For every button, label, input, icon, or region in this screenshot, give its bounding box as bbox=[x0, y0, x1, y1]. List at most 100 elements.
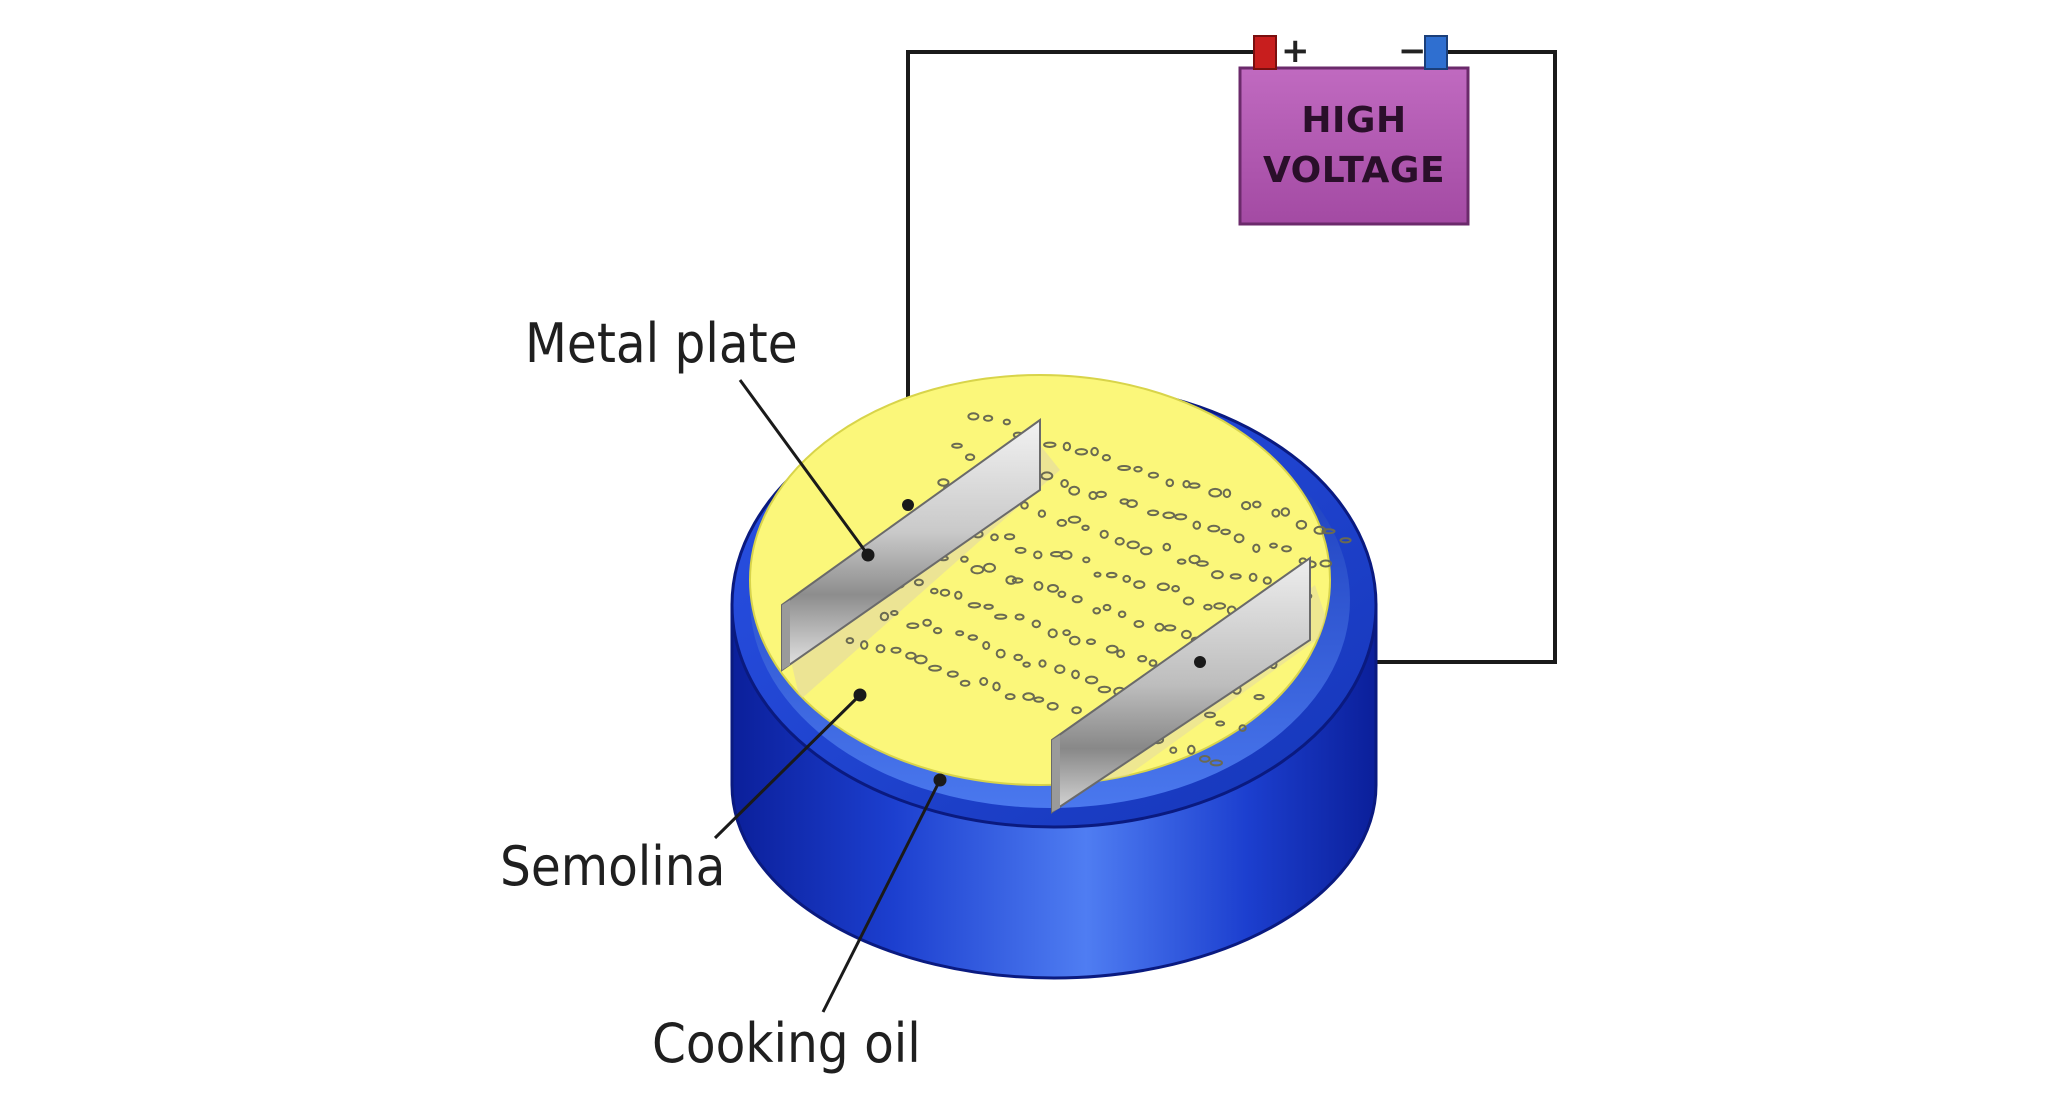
semolina-grain bbox=[1033, 550, 1043, 560]
semolina-grain bbox=[1105, 644, 1119, 654]
semolina-grain bbox=[1171, 585, 1180, 593]
semolina-grain bbox=[1038, 659, 1047, 668]
semolina-grain bbox=[1162, 542, 1172, 552]
negative-connection-dot bbox=[1194, 656, 1206, 668]
metal-plate-label: Metal plate bbox=[525, 312, 798, 375]
semolina-grain bbox=[1068, 485, 1081, 496]
semolina-grain bbox=[967, 602, 982, 609]
semolina-grain bbox=[1156, 582, 1170, 592]
negative-terminal bbox=[1424, 35, 1448, 70]
semolina-grain bbox=[970, 565, 985, 575]
semolina-grain bbox=[1126, 499, 1138, 509]
metal-plate-leader bbox=[738, 379, 870, 556]
semolina-grain bbox=[983, 603, 994, 610]
semolina-grain bbox=[1199, 755, 1211, 763]
semolina-grain bbox=[1097, 685, 1112, 694]
semolina-grain bbox=[1105, 571, 1118, 579]
semolina-grain bbox=[1022, 661, 1031, 668]
plus-sign: + bbox=[1281, 31, 1310, 71]
semolina-grain bbox=[1060, 479, 1069, 488]
semolina-grain bbox=[1071, 595, 1083, 604]
semolina-grain bbox=[930, 587, 939, 595]
semolina-grain bbox=[937, 478, 950, 487]
semolina-leader bbox=[713, 693, 862, 840]
semolina-grain bbox=[1071, 669, 1080, 680]
semolina-grain bbox=[1181, 629, 1192, 640]
semolina-grain bbox=[995, 648, 1006, 659]
semolina-grain bbox=[1137, 655, 1148, 663]
wire-negative bbox=[1205, 50, 1557, 664]
semolina-grain bbox=[1253, 694, 1265, 701]
semolina-grain bbox=[1133, 580, 1146, 589]
semolina-grain bbox=[879, 611, 890, 622]
circuit-wires bbox=[906, 50, 1557, 664]
semolina-grain bbox=[1013, 653, 1024, 662]
semolina-grain bbox=[1062, 629, 1071, 637]
semolina-grain bbox=[1022, 692, 1035, 701]
semolina-grain bbox=[1011, 577, 1024, 584]
semolina-label: Semolina bbox=[500, 835, 725, 898]
semolina-grain bbox=[1122, 574, 1131, 583]
semolina-grain bbox=[1262, 576, 1272, 585]
semolina-grain bbox=[1014, 546, 1027, 554]
semolina-grain bbox=[1047, 628, 1058, 639]
semolina-grain bbox=[1154, 622, 1165, 632]
semolina-grain bbox=[1238, 724, 1247, 732]
semolina-grain bbox=[1148, 659, 1158, 667]
semolina-grain bbox=[1174, 513, 1188, 521]
semolina-grain bbox=[922, 618, 932, 627]
semolina-grain bbox=[1220, 528, 1231, 536]
semolina-grain bbox=[1133, 465, 1143, 473]
battery-label-line2: VOLTAGE bbox=[1263, 150, 1445, 191]
semolina-grain bbox=[959, 679, 971, 687]
semolina-grain bbox=[1004, 693, 1016, 701]
semolina-grain bbox=[1211, 570, 1224, 580]
semolina-grain bbox=[1188, 482, 1201, 489]
semolina-grain bbox=[1147, 509, 1160, 517]
semolina-grain bbox=[1252, 500, 1262, 509]
semolina-grain bbox=[1248, 572, 1258, 583]
battery-label-line1: HIGH bbox=[1301, 100, 1406, 141]
high-voltage-battery: + − HIGH VOLTAGE bbox=[1238, 31, 1470, 226]
semolina-grain bbox=[1208, 487, 1223, 498]
semolina-grain bbox=[1133, 620, 1145, 628]
semolina-grain bbox=[1321, 528, 1336, 535]
semolina-grain bbox=[1037, 509, 1047, 518]
semolina-grain bbox=[954, 590, 963, 600]
semolina-grain bbox=[1056, 518, 1068, 527]
semolina-grain bbox=[1222, 488, 1232, 499]
semolina-grain bbox=[955, 630, 965, 637]
semolina-grain bbox=[1140, 546, 1153, 556]
semolina-grain bbox=[1099, 529, 1109, 539]
positive-terminal bbox=[1253, 35, 1277, 70]
semolina-grain bbox=[983, 562, 996, 573]
semolina-grain bbox=[1071, 706, 1082, 715]
semolina-grain bbox=[1090, 446, 1099, 457]
semolina-grain bbox=[982, 641, 991, 650]
right-metal-plate bbox=[1051, 556, 1311, 814]
semolina-grain bbox=[906, 622, 920, 630]
semolina-grain bbox=[1117, 465, 1131, 471]
semolina-grain bbox=[1004, 533, 1016, 541]
semolina-grain bbox=[928, 664, 942, 672]
semolina-grain bbox=[1241, 501, 1252, 511]
semolina-grain bbox=[1031, 619, 1042, 629]
semolina-grain bbox=[1204, 711, 1216, 719]
semolina-grain bbox=[979, 677, 989, 686]
semolina-grain bbox=[905, 651, 917, 660]
semolina-grain bbox=[946, 670, 959, 678]
semolina-grain bbox=[967, 634, 978, 641]
semolina-grain bbox=[1047, 584, 1059, 593]
semolina-grain bbox=[1280, 507, 1291, 517]
semolina-grain bbox=[1319, 559, 1333, 568]
semolina-grain bbox=[890, 646, 902, 654]
semolina-grain bbox=[890, 610, 899, 616]
semolina-grain bbox=[845, 637, 855, 645]
semolina-grain bbox=[1116, 649, 1125, 659]
minus-sign: − bbox=[1398, 31, 1427, 71]
cooking-oil-leader-dot bbox=[933, 773, 947, 787]
cooking-oil-leader bbox=[821, 779, 942, 1013]
positive-connection-dot bbox=[902, 499, 914, 511]
semolina-grain bbox=[994, 613, 1008, 620]
